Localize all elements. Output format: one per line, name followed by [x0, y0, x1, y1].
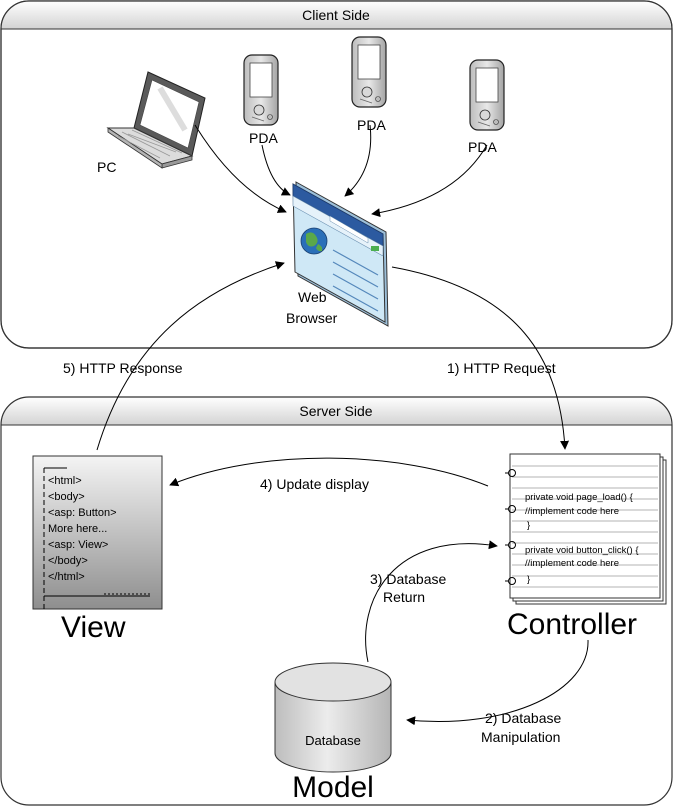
pc-label: PC: [97, 159, 116, 175]
view-code-line: More here...: [48, 523, 107, 535]
controller-code-line: }: [527, 520, 530, 531]
view-title: View: [61, 611, 126, 644]
http-request-label: 1) HTTP Request: [447, 360, 556, 376]
pda-label-3: PDA: [468, 139, 497, 155]
database-cylinder: Database: [274, 662, 392, 773]
view-page: <html> <body> <asp: Button> More here...…: [32, 455, 163, 610]
server-side-panel: Server Side: [0, 396, 673, 806]
web-browser-icon: [292, 181, 389, 327]
view-code-line: <body>: [48, 491, 85, 503]
client-side-title: Client Side: [302, 7, 370, 23]
pda-label-1: PDA: [249, 130, 278, 146]
device-to-browser-arrows: [194, 124, 488, 218]
browser-label-line2: Browser: [286, 310, 338, 326]
controller-notebook: private void page_load() { //implement c…: [505, 453, 667, 605]
view-code-line: </body>: [48, 555, 88, 567]
server-flow-arrows: [169, 457, 589, 726]
http-flow-arrows: [96, 261, 570, 451]
view-code-line: </html>: [48, 571, 85, 583]
pda-icon: [469, 59, 505, 131]
view-code-line: <html>: [48, 475, 82, 487]
controller-code-line: //implement code here: [525, 558, 619, 569]
database-label: Database: [305, 733, 361, 748]
view-code-line: <asp: View>: [48, 539, 108, 551]
db-manip-label-line2: Manipulation: [481, 729, 560, 745]
db-manip-label-line1: 2) Database: [485, 710, 561, 726]
view-code-line: <asp: Button>: [48, 507, 117, 519]
browser-label-line1: Web: [298, 289, 327, 305]
pda-icon: [351, 36, 387, 108]
update-display-label: 4) Update display: [260, 476, 369, 492]
http-response-label: 5) HTTP Response: [63, 360, 183, 376]
controller-title: Controller: [507, 608, 637, 641]
laptop-icon: [106, 71, 206, 169]
server-side-title: Server Side: [299, 403, 372, 419]
db-return-label-line1: 3) Database: [370, 571, 446, 587]
pda-icon: [243, 54, 279, 126]
controller-code-line: }: [527, 574, 530, 585]
pda-label-2: PDA: [357, 117, 386, 133]
controller-code-line: private void button_click() {: [525, 545, 639, 556]
controller-code-line: //implement code here: [525, 506, 619, 517]
model-title: Model: [292, 771, 374, 804]
db-return-label-line2: Return: [383, 589, 425, 605]
controller-code-line: private void page_load() {: [525, 492, 633, 503]
